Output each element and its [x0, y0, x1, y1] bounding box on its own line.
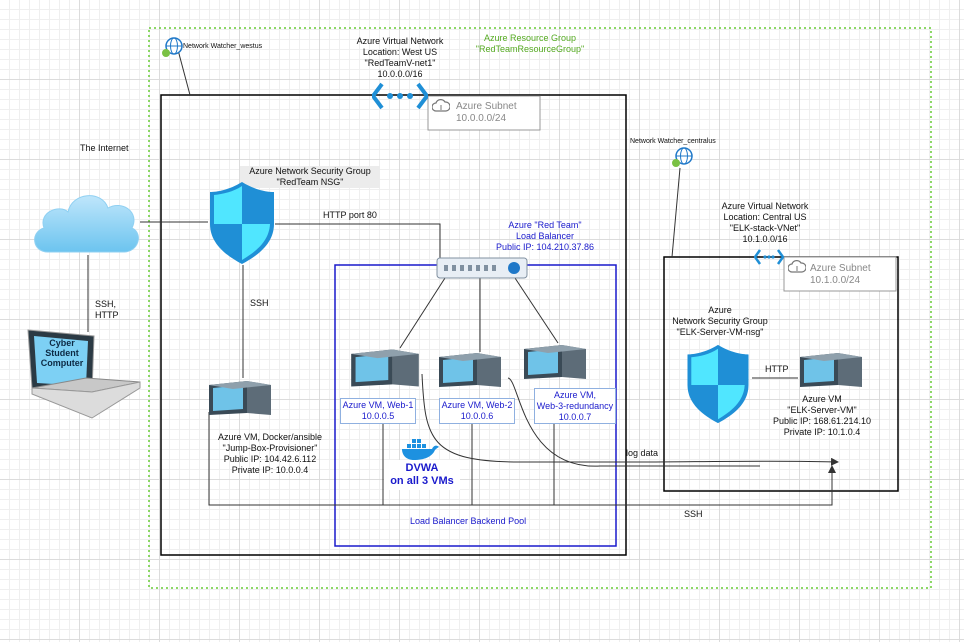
laptop-text-1: Cyber	[49, 338, 75, 348]
laptop-icon: Cyber Student Computer	[22, 322, 142, 420]
vnet2-title: Azure Virtual Network	[721, 201, 809, 211]
nsg1-name: "RedTeam NSG"	[276, 177, 344, 187]
resource-group-name: "RedTeamResourceGroup"	[475, 44, 585, 54]
load-balancer-icon	[436, 256, 528, 282]
elk-private-ip: Private IP: 10.1.0.4	[783, 427, 861, 437]
web2-ip: 10.0.0.6	[460, 411, 494, 421]
lb-type: Load Balancer	[515, 231, 575, 241]
vnet1-boundary	[160, 94, 627, 556]
nsg2-label: Azure Network Security Group "ELK-Server…	[660, 305, 780, 338]
resource-group-label: Azure Resource Group "RedTeamResourceGro…	[455, 33, 605, 55]
web1-title: Azure VM, Web-1	[342, 400, 414, 410]
server-icon	[522, 340, 588, 386]
nsg1-title: Azure Network Security Group	[249, 166, 371, 176]
subnet1-label: Azure Subnet 10.0.0.0/24	[456, 101, 517, 125]
subnet2-cidr: 10.1.0.0/24	[810, 275, 861, 286]
ssh-text: SSH,	[95, 299, 117, 309]
vnet2-location: Location: Central US	[723, 212, 807, 222]
vnet1-title: Azure Virtual Network	[356, 36, 444, 46]
jump-title: Azure VM, Docker/ansible	[217, 432, 323, 442]
cloud-subnet-icon	[431, 99, 451, 115]
jump-public-ip: Public IP: 104.42.6.112	[223, 454, 317, 464]
laptop-text-3: Computer	[40, 358, 84, 368]
web2-label: Azure VM, Web-2 10.0.0.6	[439, 398, 515, 424]
nsg2-title-2: Network Security Group	[672, 316, 768, 326]
elk-public-ip: Public IP: 168.61.214.10	[772, 416, 872, 426]
dvwa-subtitle: on all 3 VMs	[390, 475, 454, 487]
server-icon	[349, 345, 421, 393]
web3-ip: 10.0.0.7	[558, 412, 592, 422]
log-data-label: log data	[626, 448, 659, 458]
web3-label: Azure VM, Web-3-redundancy 10.0.0.7	[534, 388, 616, 424]
server-icon	[437, 348, 503, 394]
load-balancer-label: Azure "Red Team" Load Balancer Public IP…	[480, 220, 610, 253]
web3-title: Azure VM,	[553, 390, 596, 400]
resource-group-title: Azure Resource Group	[483, 33, 577, 43]
http2-label: HTTP	[765, 364, 789, 374]
subnet2-label: Azure Subnet 10.1.0.0/24	[810, 263, 871, 287]
vnet2-label: Azure Virtual Network Location: Central …	[700, 201, 830, 245]
shield-icon	[684, 343, 752, 427]
elk-name: "ELK-Server-VM"	[787, 405, 857, 415]
watcher-west-label: Network Watcher_westus	[183, 43, 263, 50]
lb-title: Azure "Red Team"	[508, 220, 582, 230]
vnet1-name: "RedTeamV-net1"	[364, 58, 436, 68]
vnet1-location: Location: West US	[362, 47, 438, 57]
vnet-icon	[753, 249, 785, 267]
cloud-subnet-icon	[787, 260, 807, 276]
resource-group-boundary	[148, 27, 932, 589]
nsg2-name: "ELK-Server-VM-nsg"	[676, 327, 764, 337]
vnet2-name: "ELK-stack-VNet"	[729, 223, 801, 233]
vnet2-boundary	[663, 256, 899, 492]
server-icon	[207, 377, 273, 421]
globe-icon	[160, 36, 184, 62]
dvwa-label: DVWA on all 3 VMs	[384, 460, 460, 490]
laptop-text: Cyber Student Computer	[38, 338, 86, 368]
http-text: HTTP	[95, 310, 119, 320]
jump-box-label: Azure VM, Docker/ansible "Jump-Box-Provi…	[200, 432, 340, 476]
docker-icon	[400, 437, 440, 463]
cloud-icon	[30, 186, 142, 260]
ssh-http-label: SSH, HTTP	[95, 299, 119, 321]
web2-title: Azure VM, Web-2	[441, 400, 513, 410]
backend-pool-label: Load Balancer Backend Pool	[410, 516, 527, 526]
watcher-central-label: Network Watcher_centralus	[630, 138, 716, 145]
ssh2-label: SSH	[684, 509, 703, 519]
vnet-icon	[370, 82, 430, 112]
internet-label: The Internet	[80, 143, 129, 153]
vnet1-cidr: 10.0.0.0/16	[377, 69, 423, 79]
elk-title: Azure VM	[802, 394, 842, 404]
jump-name: "Jump-Box-Provisioner"	[222, 443, 318, 453]
vnet1-label: Azure Virtual Network Location: West US …	[330, 36, 470, 80]
dvwa-title: DVWA	[405, 462, 439, 474]
subnet1-cidr: 10.0.0.0/24	[456, 113, 507, 124]
ssh-label: SSH	[250, 298, 269, 308]
shield-icon	[207, 180, 277, 268]
laptop-text-2: Student	[45, 348, 79, 358]
http-port-label: HTTP port 80	[323, 210, 377, 220]
web3-name: Web-3-redundancy	[536, 401, 614, 411]
lb-public-ip: Public IP: 104.210.37.86	[495, 242, 595, 252]
elk-label: Azure VM "ELK-Server-VM" Public IP: 168.…	[762, 394, 882, 438]
subnet2-title: Azure Subnet	[810, 263, 871, 274]
nsg1-label: Azure Network Security Group "RedTeam NS…	[240, 166, 380, 188]
globe-icon	[670, 146, 694, 172]
nsg2-title-1: Azure	[708, 305, 732, 315]
server-icon	[798, 348, 864, 394]
web1-label: Azure VM, Web-1 10.0.0.5	[340, 398, 416, 424]
vnet2-cidr: 10.1.0.0/16	[742, 234, 788, 244]
jump-private-ip: Private IP: 10.0.0.4	[231, 465, 309, 475]
web1-ip: 10.0.0.5	[361, 411, 395, 421]
subnet1-title: Azure Subnet	[456, 101, 517, 112]
